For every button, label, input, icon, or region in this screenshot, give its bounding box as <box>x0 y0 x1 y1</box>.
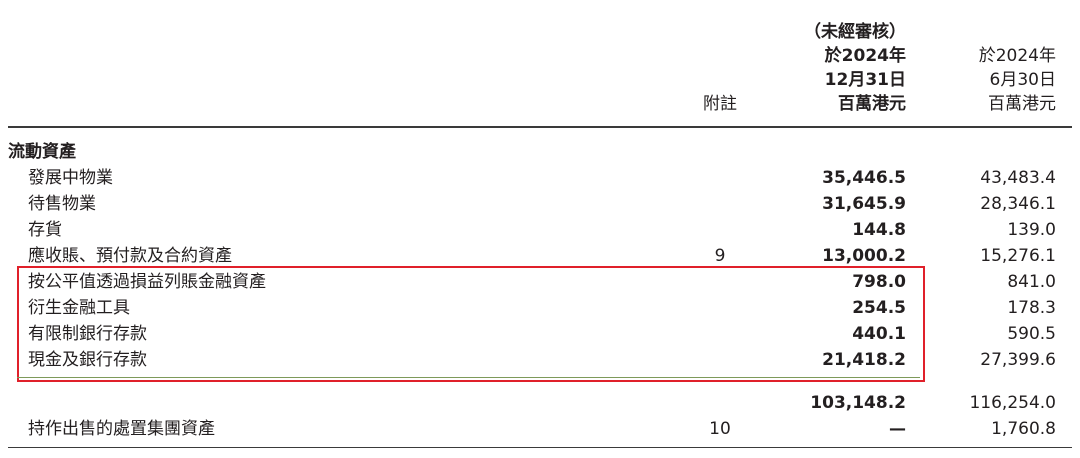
row-current-value: 254.5 <box>852 298 906 318</box>
row-current-value: — <box>889 419 906 439</box>
row-prior-value: 43,483.4 <box>980 168 1056 188</box>
table-row: 按公平值透過損益列賬金融資產 798.0 841.0 <box>0 269 1080 295</box>
section-title-row: 流動資產 <box>0 139 1080 165</box>
bottom-rule <box>8 447 1072 448</box>
row-prior-value: 27,399.6 <box>980 350 1056 370</box>
highlight-box <box>17 266 925 382</box>
row-prior-value: 15,276.1 <box>980 246 1056 266</box>
row-prior-value: 178.3 <box>1007 298 1056 318</box>
table-row: 衍生金融工具 254.5 178.3 <box>0 295 1080 321</box>
row-current-value: 35,446.5 <box>822 168 906 188</box>
row-label: 衍生金融工具 <box>28 298 130 318</box>
row-label: 待售物業 <box>28 194 96 214</box>
row-prior-value: 28,346.1 <box>980 194 1056 214</box>
row-current-value: 21,418.2 <box>822 350 906 370</box>
table-row: 發展中物業 35,446.5 43,483.4 <box>0 165 1080 191</box>
row-current-value: 144.8 <box>852 220 906 240</box>
subtotal-prior-value: 116,254.0 <box>969 393 1056 413</box>
row-current-value: 440.1 <box>852 324 906 344</box>
current-unit-label: 百萬港元 <box>838 94 906 114</box>
row-label: 應收賬、預付款及合約資產 <box>28 246 232 266</box>
row-label: 持作出售的處置集團資產 <box>28 419 215 439</box>
section-title: 流動資產 <box>8 142 76 162</box>
row-label: 現金及銀行存款 <box>28 350 147 370</box>
current-date-label: 12月31日 <box>824 70 906 90</box>
held-for-sale-row: 持作出售的處置集團資產 10 — 1,760.8 <box>0 416 1080 442</box>
prior-year-label: 於2024年 <box>978 46 1056 66</box>
row-label: 存貨 <box>28 220 62 240</box>
row-note: 9 <box>714 246 726 266</box>
current-period-header: （未經審核） 於2024年 12月31日 百萬港元 <box>804 20 906 116</box>
prior-period-header: 於2024年 6月30日 百萬港元 <box>979 44 1056 116</box>
row-prior-value: 590.5 <box>1007 324 1056 344</box>
table-row: 待售物業 31,645.9 28,346.1 <box>0 191 1080 217</box>
table-row: 現金及銀行存款 21,418.2 27,399.6 <box>0 347 1080 373</box>
row-label: 有限制銀行存款 <box>28 324 147 344</box>
row-current-value: 31,645.9 <box>822 194 906 214</box>
header-rule <box>8 126 1072 128</box>
row-prior-value: 139.0 <box>1007 220 1056 240</box>
subtotal-current-value: 103,148.2 <box>810 393 906 413</box>
note-header: 附註 <box>703 94 737 114</box>
row-prior-value: 841.0 <box>1007 272 1056 292</box>
prior-unit-label: 百萬港元 <box>988 94 1056 114</box>
prior-date-label: 6月30日 <box>989 70 1056 90</box>
table-row: 應收賬、預付款及合約資產 9 13,000.2 15,276.1 <box>0 243 1080 269</box>
current-year-label: 於2024年 <box>824 46 906 66</box>
subtotal-row: 103,148.2 116,254.0 <box>0 390 1080 416</box>
table-row: 有限制銀行存款 440.1 590.5 <box>0 321 1080 347</box>
table-row: 存貨 144.8 139.0 <box>0 217 1080 243</box>
row-label: 發展中物業 <box>28 168 113 188</box>
row-label: 按公平值透過損益列賬金融資產 <box>28 272 266 292</box>
row-current-value: 13,000.2 <box>822 246 906 266</box>
row-prior-value: 1,760.8 <box>991 419 1056 439</box>
row-note: 10 <box>709 419 731 439</box>
subtotal-rule <box>17 377 920 378</box>
row-current-value: 798.0 <box>852 272 906 292</box>
unaudited-label: （未經審核） <box>804 22 906 42</box>
